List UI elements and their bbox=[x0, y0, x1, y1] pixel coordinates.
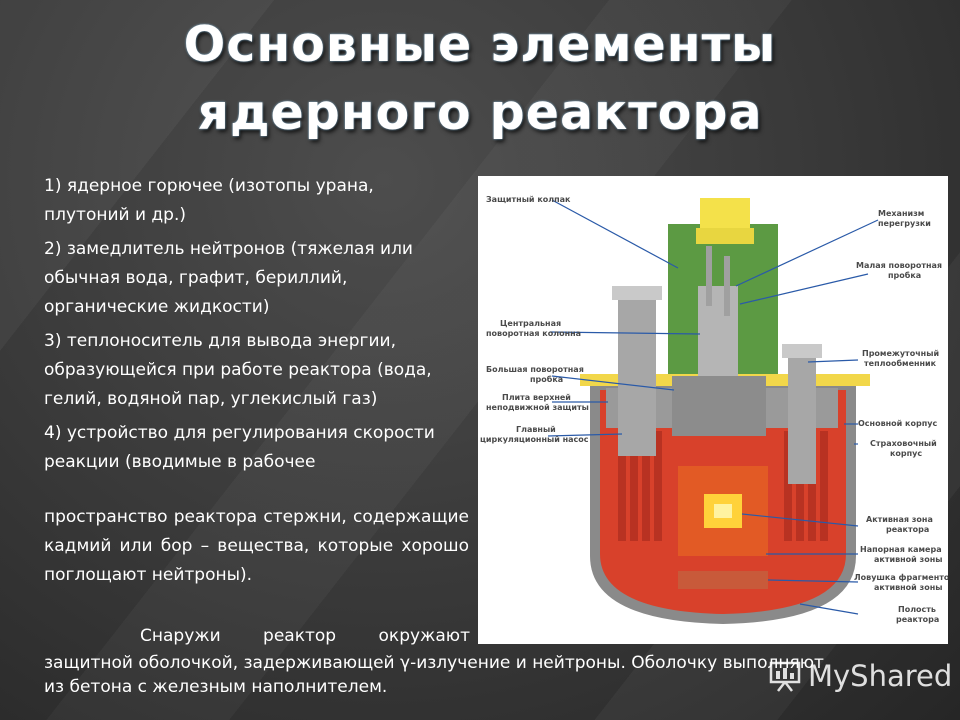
cap-top-band bbox=[696, 228, 754, 244]
hx-head bbox=[782, 344, 822, 358]
label-upper-shield-1: Плита верхней bbox=[502, 393, 571, 402]
slide-title-line2: ядерного реактора bbox=[197, 84, 763, 141]
label-trap-2: активной зоны bbox=[874, 583, 942, 592]
large-plug bbox=[672, 376, 766, 436]
label-small-plug-1: Малая поворотная bbox=[856, 261, 942, 270]
label-refuel-2: перегрузки bbox=[878, 219, 931, 228]
watermark: MyShared bbox=[768, 656, 952, 696]
reactor-diagram: Защитный колпак Механизм перегрузки Мала… bbox=[478, 176, 948, 644]
list-item-control-a: 4) устройство для регулирования скорости… bbox=[44, 423, 435, 472]
label-central-col-1: Центральная bbox=[500, 319, 561, 328]
pump-head bbox=[612, 286, 662, 300]
label-pressure-1: Напорная камера bbox=[860, 545, 942, 554]
watermark-text: MyShared bbox=[808, 659, 953, 693]
list-item-moderator: 2) замедлитель нейтронов (тяжелая или об… bbox=[44, 239, 413, 317]
heat-exchanger bbox=[788, 354, 816, 484]
refuel-rod-2 bbox=[724, 256, 730, 316]
label-upper-shield-2: неподвижной защиты bbox=[486, 403, 589, 412]
label-small-plug-2: пробка bbox=[888, 270, 921, 280]
label-protective-cap: Защитный колпак bbox=[486, 195, 571, 204]
list-item-fuel: 1) ядерное горючее (изотопы урана, плуто… bbox=[44, 176, 374, 225]
core-trap bbox=[678, 571, 768, 589]
main-pump bbox=[618, 296, 656, 456]
refuel-rod-1 bbox=[706, 246, 712, 306]
label-refuel-1: Механизм bbox=[878, 209, 924, 218]
label-safety-2: корпус bbox=[890, 449, 922, 458]
label-core-2: реактора bbox=[886, 525, 929, 534]
label-large-plug-1: Большая поворотная bbox=[486, 365, 584, 374]
label-trap-1: Ловушка фрагментов bbox=[854, 573, 948, 582]
label-safety-1: Страховочный bbox=[870, 439, 937, 448]
list-upper: 1) ядерное горючее (изотопы урана, плуто… bbox=[44, 172, 464, 477]
cap-top-yellow bbox=[700, 198, 750, 228]
label-hx-2: теплообменник bbox=[864, 358, 937, 368]
label-large-plug-2: пробка bbox=[530, 374, 563, 384]
label-pressure-2: активной зоны bbox=[874, 555, 942, 564]
reflector-rods bbox=[618, 431, 828, 541]
paragraph-shell-rest: защитной оболочкой, задерживающей γ-излу… bbox=[44, 653, 824, 697]
label-cavity-2: реактора bbox=[896, 615, 939, 624]
core-center bbox=[714, 504, 732, 518]
label-pump-2: циркуляционный насос bbox=[480, 435, 589, 444]
paragraph-shell-start: Снаружи реактор окружают bbox=[140, 626, 470, 646]
label-central-col-2: поворотная колонна bbox=[486, 329, 581, 338]
label-core-1: Активная зона bbox=[866, 515, 933, 524]
list-item-coolant: 3) теплоноситель для вывода энергии, обр… bbox=[44, 331, 432, 409]
slide-title-line1: Основные элементы bbox=[183, 16, 777, 73]
label-cavity-1: Полость bbox=[898, 605, 936, 614]
presentation-board-icon bbox=[769, 661, 801, 692]
reactor-diagram-svg: Защитный колпак Механизм перегрузки Мала… bbox=[480, 195, 948, 624]
label-leaders bbox=[547, 199, 879, 615]
label-hx-1: Промежуточный bbox=[862, 349, 939, 358]
list-item-control-b: пространство реактора стержни, содержащи… bbox=[44, 507, 469, 585]
label-pump-1: Главный bbox=[516, 425, 556, 434]
label-main-vessel: Основной корпус bbox=[858, 419, 937, 428]
